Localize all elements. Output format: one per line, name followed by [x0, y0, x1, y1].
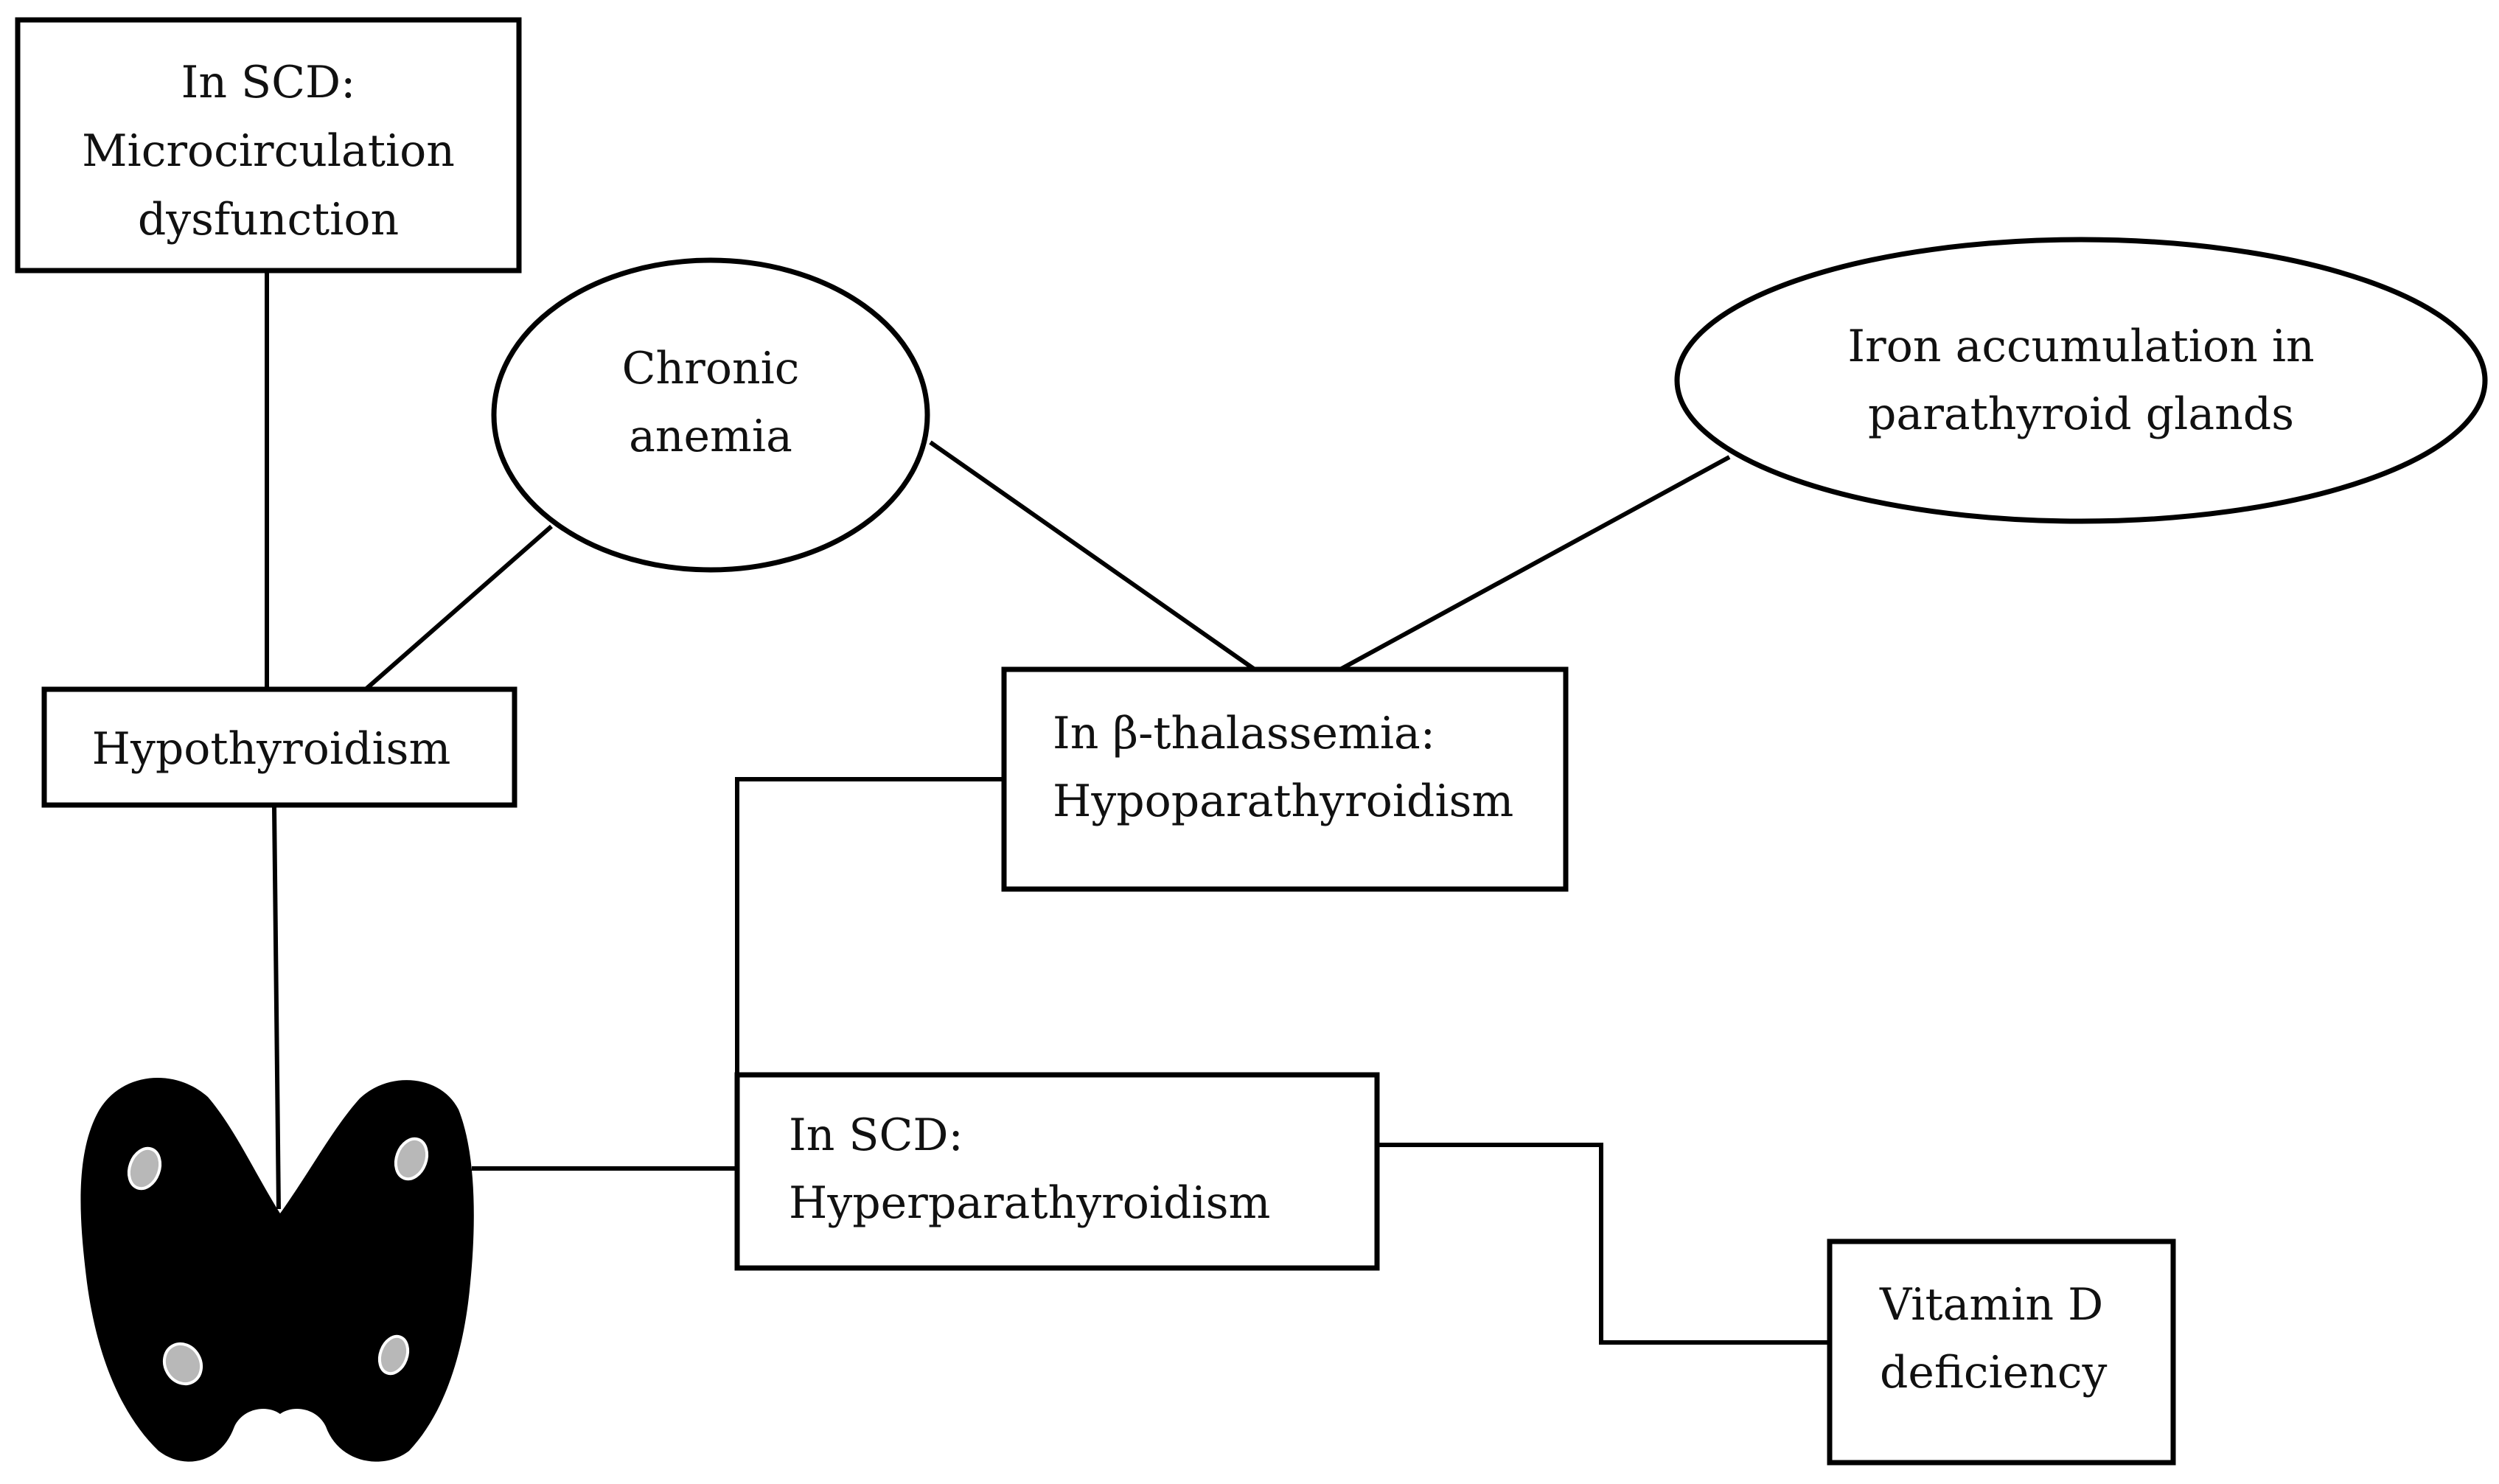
node-label-line: Chronic: [622, 343, 800, 394]
node-ellipse: [491, 257, 930, 573]
node-label-line: Hypoparathyroidism: [1053, 776, 1513, 827]
node-vitamin-d-deficiency: Vitamin D deficiency: [1827, 1239, 2176, 1466]
node-beta-thal-hypoparathyroidism: In β-thalassemia: Hypoparathyroidism: [1001, 666, 1569, 892]
parathyroid-gland-spot: [127, 1146, 162, 1191]
node-iron-accumulation: Iron accumulation in parathyroid glands: [1674, 237, 2488, 524]
node-scd-hyperparathyroidism: In SCD: Hyperparathyroidism: [734, 1072, 1380, 1271]
node-hypothyroidism: Hypothyroidism: [41, 686, 517, 808]
node-label-line: parathyroid glands: [1868, 389, 2294, 440]
connector-iron-hypoparathyroidism: [1339, 455, 1731, 672]
node-box: [15, 17, 522, 274]
node-box: [734, 1072, 1380, 1271]
connector-anemia-hypoparathyroidism: [929, 440, 1256, 672]
node-label-line: Hypothyroidism: [92, 723, 451, 775]
node-label-line: In SCD:: [181, 57, 356, 108]
node-label-line: Vitamin D: [1879, 1279, 2103, 1331]
node-box: [1827, 1239, 2176, 1466]
node-label-line: In SCD:: [789, 1109, 963, 1161]
node-label-line: Microcirculation: [82, 125, 455, 177]
node-label-line: Hyperparathyroidism: [789, 1177, 1270, 1229]
connector-anemia-hypothyroidism: [364, 524, 553, 692]
node-ellipse: [1674, 237, 2488, 524]
connectors: [265, 273, 1830, 1345]
connector-hypothyroidism-thyroid: [272, 806, 281, 1210]
connector-hypoparathyroidism-hyperparathyroidism: [735, 777, 1004, 1075]
connector-hyperparathyroidism-vitamin-d: [1377, 1143, 1830, 1345]
node-label-line: dysfunction: [138, 194, 399, 245]
parathyroid-gland-spot: [394, 1137, 429, 1181]
node-label-line: In β-thalassemia:: [1053, 708, 1435, 759]
thyroid-gland-icon: [80, 1078, 474, 1462]
parathyroid-gland-spot: [377, 1334, 410, 1376]
parathyroid-gland-spot: [162, 1342, 203, 1386]
node-scd-microcirculation: In SCD: Microcirculation dysfunction: [15, 17, 522, 274]
node-chronic-anemia: Chronic anemia: [491, 257, 930, 573]
node-box: [41, 686, 517, 808]
node-label-line: deficiency: [1880, 1347, 2107, 1398]
node-label-line: anemia: [629, 411, 792, 462]
node-label-line: Iron accumulation in: [1847, 321, 2314, 372]
node-box: [1001, 666, 1569, 892]
